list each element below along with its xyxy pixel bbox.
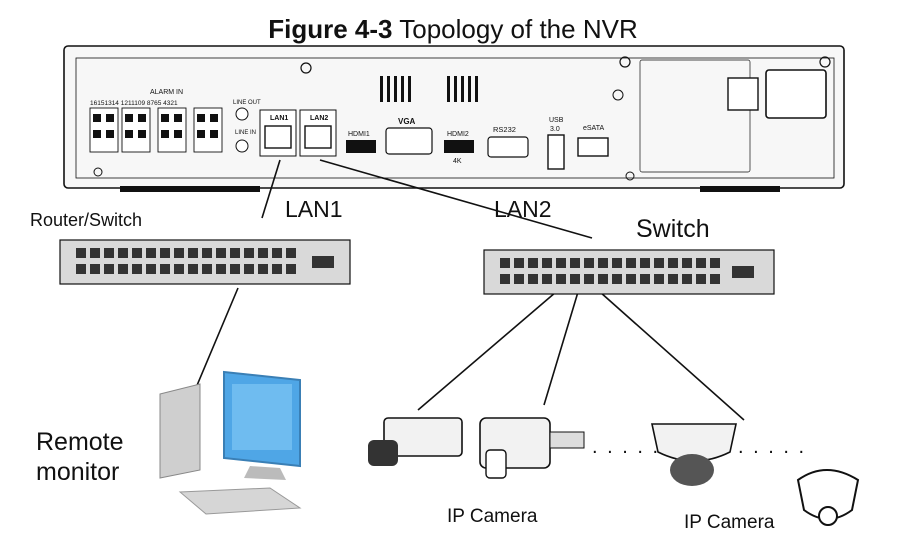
esata-port[interactable] <box>577 137 609 157</box>
switch-camera3-line <box>599 291 745 421</box>
ip-camera-label-1: IP Camera <box>447 506 538 527</box>
switch-camera1-line <box>417 291 557 411</box>
dome-camera-partial-icon <box>796 469 860 526</box>
router-monitor-line <box>189 287 239 403</box>
dome-camera-icon <box>651 423 737 486</box>
bullet-camera-icon <box>479 417 585 479</box>
ellipsis-dots-1: . . . . . <box>592 436 661 458</box>
vga-label: VGA <box>398 117 416 126</box>
connection-lines <box>189 159 745 421</box>
lan1-label: LAN1 <box>285 196 343 222</box>
figure-title: Figure 4-3 Topology of the NVR <box>0 14 906 45</box>
ip-camera-label-2: IP Camera <box>684 512 775 533</box>
usb-version-label: 3.0 <box>550 126 560 133</box>
power-inlet <box>765 69 827 119</box>
lan2-port-label: LAN2 <box>310 115 328 122</box>
ground-icon <box>612 89 624 101</box>
line-out-label: LINE OUT <box>233 100 261 106</box>
remote-monitor-label-line2: monitor <box>36 458 120 486</box>
lan1-line <box>261 159 281 219</box>
line-out-jack <box>235 107 249 121</box>
usb-port[interactable] <box>547 134 565 170</box>
hdmi2-4k-label: 4K <box>453 158 462 165</box>
rs232-port[interactable] <box>487 136 529 158</box>
switch-device <box>483 249 775 295</box>
ellipsis-dots-2: . . . . . <box>738 436 807 458</box>
power-switch[interactable] <box>727 77 759 111</box>
lan1-port[interactable] <box>264 125 292 149</box>
fan-vent-grille <box>639 59 751 173</box>
router-switch-label: Router/Switch <box>30 210 143 230</box>
switch-camera2-line <box>543 291 579 406</box>
lan2-port[interactable] <box>304 125 332 149</box>
esata-label: eSATA <box>583 125 604 132</box>
figure-number: Figure 4-3 <box>268 14 393 44</box>
hdmi1-label: HDMI1 <box>348 131 370 138</box>
hdmi2-label: HDMI2 <box>447 131 469 138</box>
rs232-label: RS232 <box>493 125 516 134</box>
nvr-device: ALARM IN 16151314 1211109 8765 4321 LINE… <box>63 45 845 192</box>
router-switch-device <box>59 239 351 285</box>
vga-port[interactable] <box>385 127 433 155</box>
alarm-in-label: ALARM IN <box>150 89 183 96</box>
switch-label: Switch <box>636 215 710 243</box>
lan2-line <box>319 159 593 239</box>
remote-monitor-label-line1: Remote <box>36 428 124 456</box>
lan2-label: LAN2 <box>494 196 552 222</box>
hdmi1-port[interactable] <box>346 140 376 153</box>
lan1-port-label: LAN1 <box>270 115 288 122</box>
figure-caption: Topology of the NVR <box>392 14 638 44</box>
box-camera-icon <box>368 417 463 466</box>
line-in-jack <box>235 139 249 153</box>
line-in-label: LINE IN <box>235 130 256 136</box>
alarm-numbers: 16151314 1211109 8765 4321 <box>90 100 178 107</box>
usb-label: USB <box>549 117 564 124</box>
hdmi2-port[interactable] <box>444 140 474 153</box>
vent-grid <box>380 76 478 102</box>
remote-monitor-pc-icon <box>159 370 302 515</box>
